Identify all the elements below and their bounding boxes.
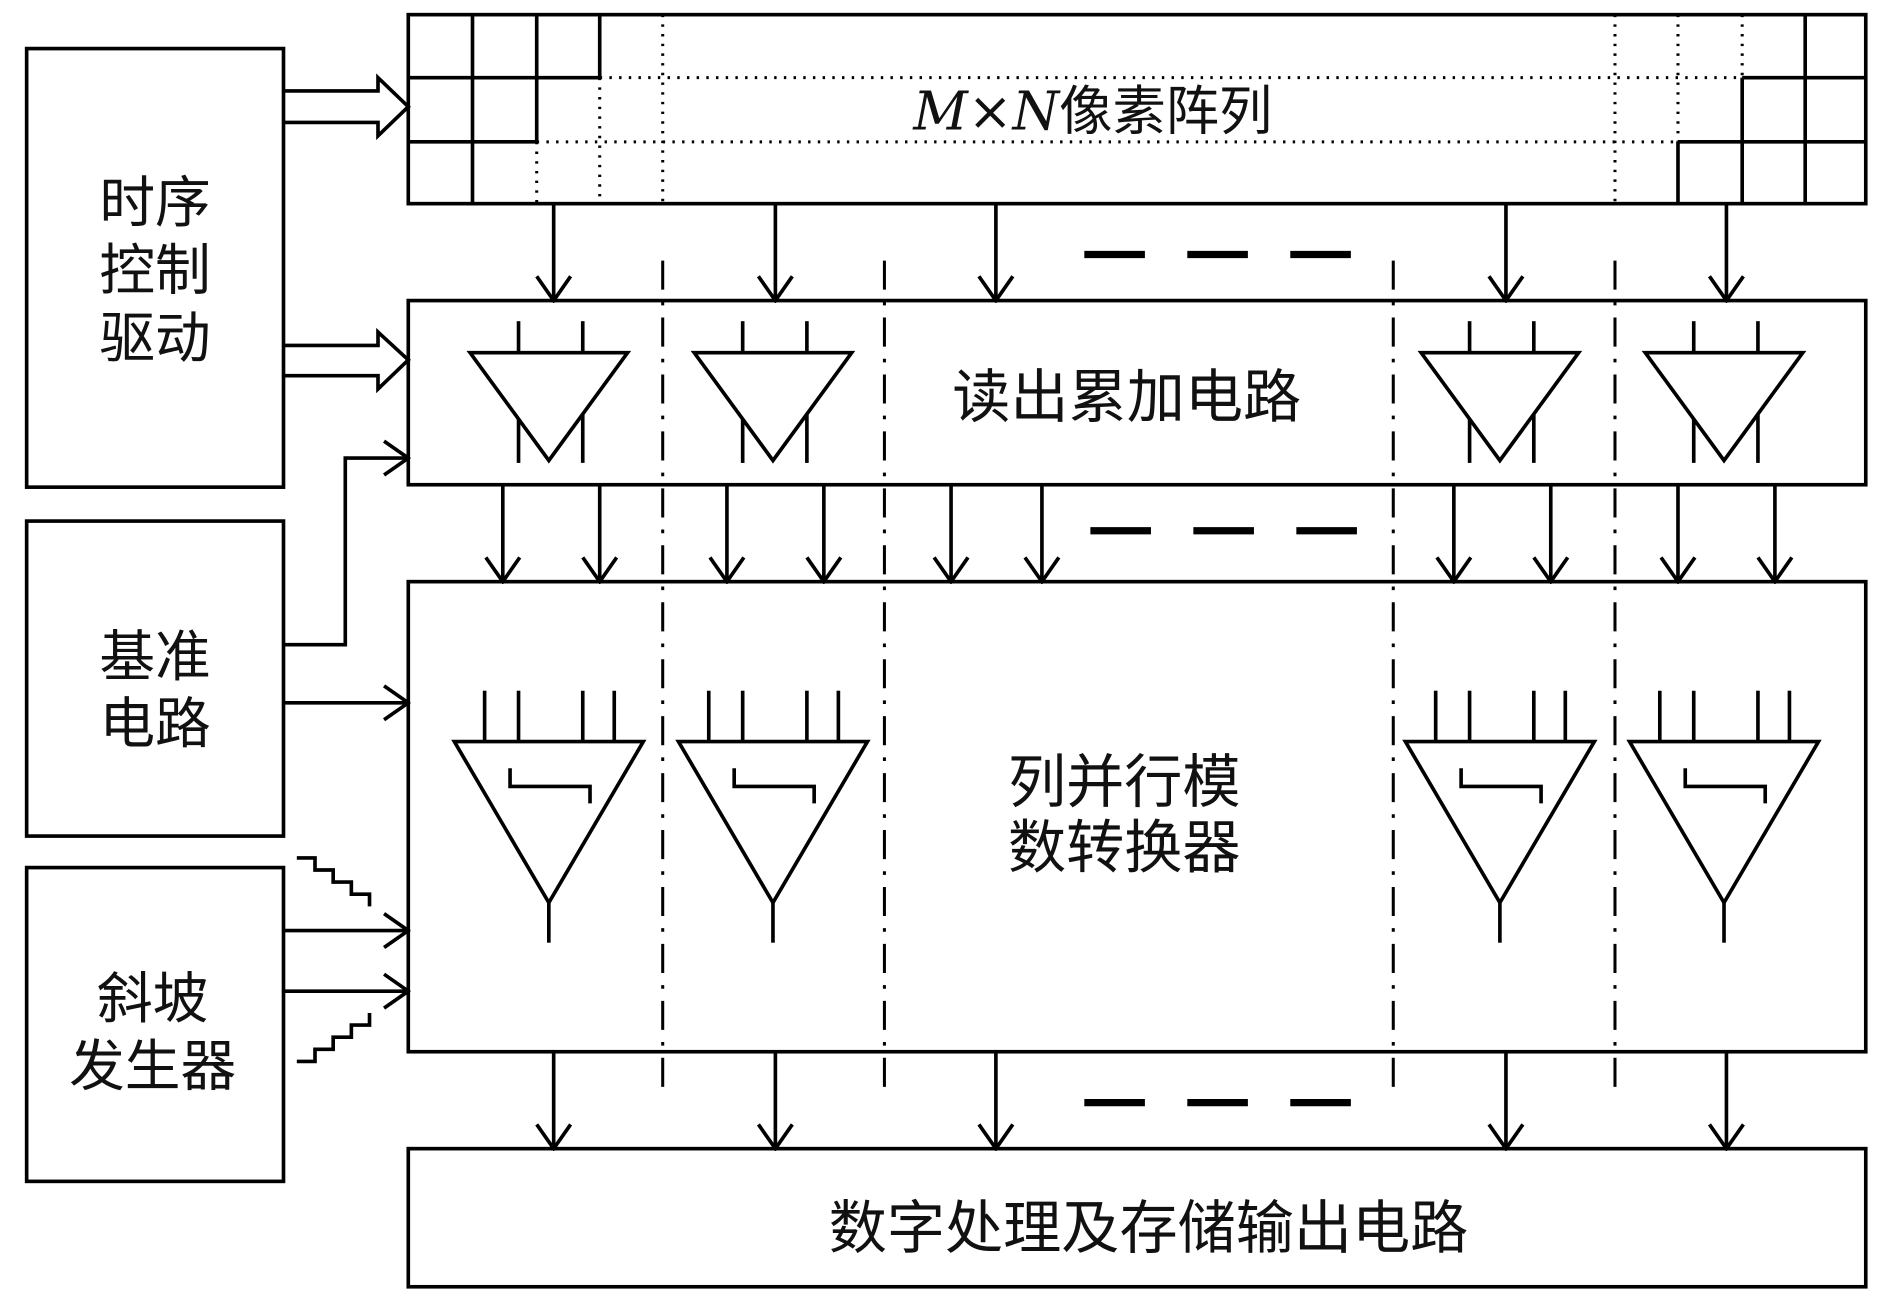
pixel-array-label-suffix: 像素阵列 [1059,81,1272,143]
ramp-generator-label-line-2: 发生器 [69,1035,236,1100]
timing-to-readout-double-arrow [283,327,411,394]
ramp-step-icon [732,768,816,804]
amplifier-triangle-icon [690,350,856,464]
column-adc-label-line-1: 列并行模 [1008,748,1241,816]
comparator-triangle-icon [1626,739,1822,907]
readout-amplifier [1641,321,1807,464]
timing-to-pixel-double-arrow [283,73,411,141]
adc-comparator [451,690,647,943]
falling-staircase-icon [296,856,372,907]
pixel-array-label-n: N [1011,81,1062,143]
ramp-generator-block [24,865,286,1184]
ramp-step-icon [1459,768,1543,804]
pixel-array-label-m: M [912,81,969,143]
amplifier-triangle-icon [466,350,632,464]
adc-comparator [675,690,871,943]
rising-staircase-icon [296,1012,372,1064]
digital-output-block [406,1146,1868,1289]
reference-circuit-label-line-1: 基准 [99,625,210,690]
readout-amplifier [1417,321,1583,464]
column-adc-block [406,579,1868,1054]
amplifier-triangle-icon [1417,350,1583,464]
adc-comparator [1626,690,1822,943]
reference-circuit-label-line-2: 电路 [99,692,210,757]
comparator-triangle-icon [675,739,871,907]
timing-control-block [24,46,286,489]
digital-output-label: 数字处理及存储输出电路 [829,1194,1469,1262]
timing-control-label-line-2: 控制 [99,239,210,304]
generated-shapes [408,14,1866,1149]
readout-accumulator-label: 读出累加电路 [952,363,1301,431]
readout-accumulator-block [406,298,1868,487]
ramp-step-icon [1683,768,1768,804]
pixel-array-label: M×N像素阵列 [912,81,1272,143]
ramp-step-icon [508,768,592,804]
column-adc-label-line-2: 数转换器 [1008,814,1241,882]
readout-amplifier [466,321,632,464]
amplifier-triangle-icon [1641,350,1807,464]
timing-control-label-line-1: 时序 [99,171,210,236]
reference-to-readout-arrow [283,458,409,647]
comparator-triangle-icon [451,739,647,907]
pixel-array-label-times: × [968,81,1013,143]
timing-control-label-line-3: 驱动 [99,307,210,372]
comparator-triangle-icon [1402,739,1598,907]
adc-comparator [1402,690,1598,943]
readout-amplifier [690,321,856,464]
reference-circuit-block [24,519,286,838]
ramp-generator-label-line-1: 斜坡 [97,967,208,1032]
